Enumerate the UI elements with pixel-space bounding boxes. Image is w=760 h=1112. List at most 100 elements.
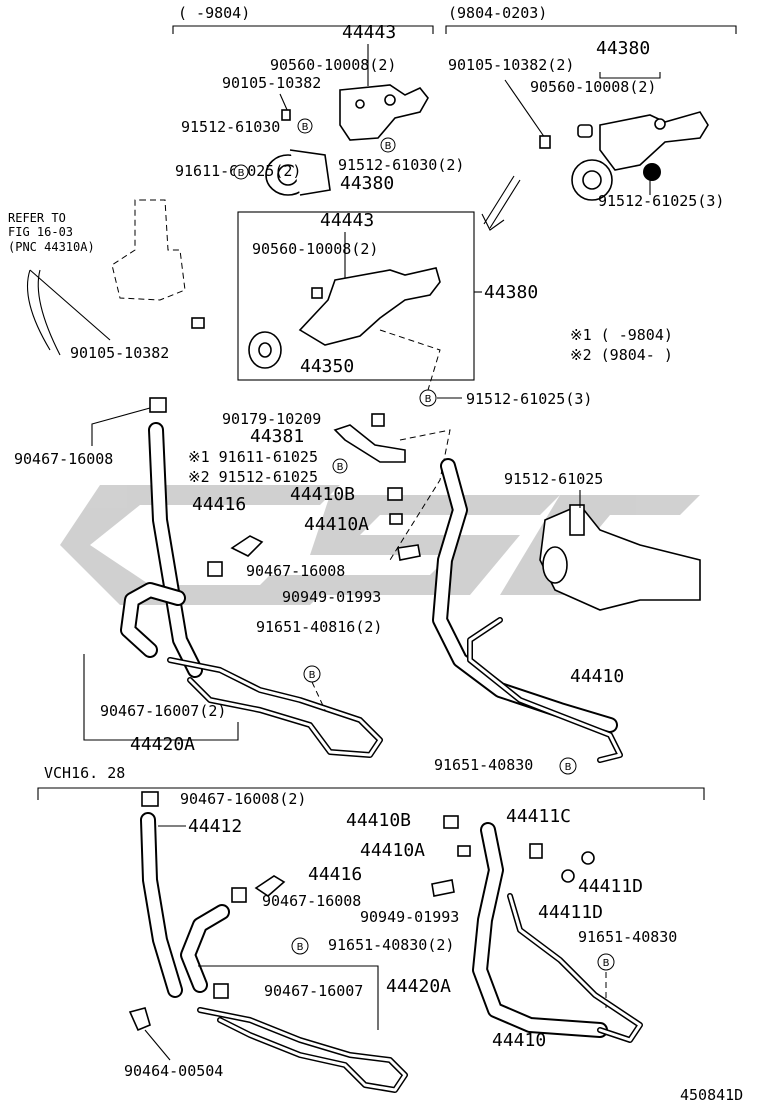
refer-line-3: (PNC 44310A) [8, 240, 95, 254]
clamp-90464 [128, 1007, 151, 1032]
circle-b-1 [297, 118, 313, 134]
label-90467-a: 90467-16008 [14, 450, 113, 468]
label-44381: 44381 [250, 426, 304, 447]
label-90179: 90179-10209 [222, 410, 321, 428]
label-91651-c: 91651-40830(2) [328, 936, 454, 954]
union-44416-lower [254, 875, 286, 898]
clamp-44410B [387, 487, 403, 501]
hose-44420A-upper-inner [122, 584, 184, 656]
bolt-44410A-lower [457, 845, 471, 857]
hose-44410-upper-inner [434, 460, 616, 731]
section-bracket [37, 787, 705, 800]
circle-b-4-text: B [425, 394, 432, 405]
label-91512-r: 91512-61025(3) [598, 192, 724, 210]
circle-b-6 [559, 757, 577, 775]
label-44380-a: 44380 [340, 173, 394, 194]
steering-gear [539, 504, 701, 611]
bolt-90105-b [191, 317, 205, 329]
label-44412: 44412 [188, 816, 242, 837]
pipe-44410-lower-inner [508, 894, 642, 1042]
refer-line-1: REFER TO [8, 211, 66, 225]
label-44420A-lower: 44420A [386, 976, 451, 997]
watermark-stroke-3 [250, 495, 560, 595]
label-44443-a: 44443 [342, 22, 396, 43]
leader-90464 [144, 1029, 171, 1061]
note-1: ※1 ( -9804) [570, 326, 673, 344]
clamp-90467-b [207, 561, 223, 577]
label-91512-e: 91512-61025 [504, 470, 603, 488]
label-90467-d: 90467-16008(2) [180, 790, 306, 808]
label-44411C: 44411C [506, 806, 571, 827]
circle-b-5 [332, 458, 348, 474]
label-44411D-b: 44411D [538, 902, 603, 923]
circle-b-9 [597, 953, 615, 971]
circle-b-1-text: B [302, 122, 309, 133]
leader-44380-r [599, 72, 661, 79]
label-44410-lower: 44410 [492, 1030, 546, 1051]
clamp-90467-a [149, 397, 167, 413]
reservoir [27, 199, 186, 356]
bracket-44420A-lower [198, 965, 379, 1030]
hose-44410-lower-inner [474, 824, 606, 1036]
label-44420A: 44420A [130, 734, 195, 755]
dash-91512-c [379, 329, 441, 391]
hose-44412-inner [142, 814, 181, 996]
label-90560-b: 90560-10008(2) [252, 240, 378, 258]
leader-90105-r [504, 79, 546, 139]
label-44443-b: 44443 [320, 210, 374, 231]
pump-upper-right [571, 111, 709, 201]
dash-44410B [389, 429, 451, 561]
footer-code: 450841D [680, 1086, 743, 1104]
label-44380-r: 44380 [596, 38, 650, 59]
pipe-44420A-upper-inner [168, 658, 382, 757]
label-91651-a: 91651-40816(2) [256, 618, 382, 636]
bolt-44411C [529, 843, 543, 859]
bolt-90105-r [539, 135, 551, 149]
label-44411D-a: 44411D [578, 876, 643, 897]
label-90105-r: 90105-10382(2) [448, 56, 574, 74]
circle-b-3 [380, 137, 396, 153]
clamp-90467-d [141, 791, 159, 807]
clip-90949-lower [431, 879, 455, 897]
label-91512-a: 91512-61030 [181, 118, 280, 136]
label-90467-e: 90467-16008 [262, 892, 361, 910]
label-44410: 44410 [570, 666, 624, 687]
label-90105-a: 90105-10382 [222, 74, 321, 92]
label-90560-a: 90560-10008(2) [270, 56, 396, 74]
circle-b-9-text: B [603, 958, 610, 969]
bracket-44381 [333, 424, 406, 463]
union-44416 [230, 535, 264, 557]
circle-b-2 [233, 164, 249, 180]
pipe-44420A-lower [197, 1007, 408, 1093]
label-44350: 44350 [300, 356, 354, 377]
circle-b-5-text: B [337, 462, 344, 473]
leader-90467-a [91, 407, 151, 446]
hose-return-upper-inner [150, 424, 201, 676]
label-90105-b: 90105-10382 [70, 344, 169, 362]
dash-91651-a [311, 681, 326, 711]
bolt-90179 [371, 413, 385, 427]
label-91512-b: 91512-61030(2) [338, 156, 464, 174]
label-91512-d: ※2 91512-61025 [188, 468, 318, 486]
hose-44420A-lower-inner [182, 906, 228, 991]
section-title: VCH16. 28 [44, 764, 125, 782]
pump-upper-left [265, 84, 429, 196]
pump-boxed [248, 267, 441, 369]
circle-b-2-text: B [238, 168, 245, 179]
bracket-44420A [83, 654, 239, 741]
label-44380-b: 44380 [484, 282, 538, 303]
clamp-44410B-lower [443, 815, 459, 829]
label-44416: 44416 [192, 494, 246, 515]
watermark-stroke-1 [60, 485, 340, 545]
arrow-icon [481, 179, 521, 231]
nut-44411D-a [581, 851, 595, 865]
label-44410A: 44410A [304, 514, 369, 535]
circle-b-8 [291, 937, 309, 955]
label-90467-c: 90467-16007(2) [100, 702, 226, 720]
header-right-range: (9804-0203) [448, 4, 547, 22]
arrow-icon-shadow [483, 175, 515, 225]
clamp-90467-e [231, 887, 247, 903]
note-2: ※2 (9804- ) [570, 346, 673, 364]
circle-b-8-text: B [297, 942, 304, 953]
